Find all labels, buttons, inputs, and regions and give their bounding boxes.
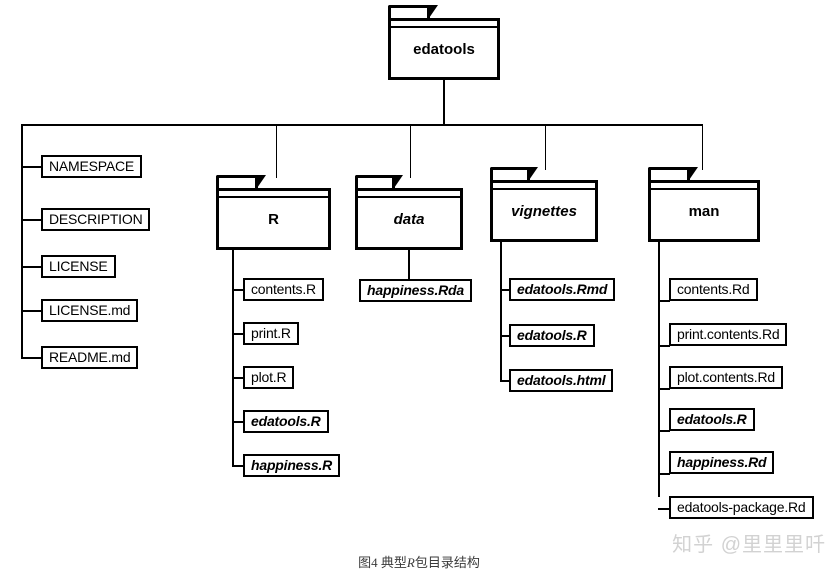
- file-r-plot-r[interactable]: plot.R: [243, 366, 295, 389]
- connector-main-bus: [21, 124, 703, 126]
- folder-divider: [493, 188, 595, 190]
- connector-stem-man: [702, 124, 703, 170]
- figure-caption: 图4 典型R包目录结构: [0, 552, 838, 571]
- folder-label-data: data: [393, 210, 425, 228]
- connector-stub-v-edatools-r: [500, 335, 510, 337]
- connector-stub-description: [21, 219, 42, 221]
- connector-stem-vignettes: [545, 124, 546, 170]
- file-readme-md[interactable]: README.md: [41, 346, 139, 369]
- watermark: 知乎 @里里里吀: [672, 534, 826, 556]
- folder-tab: [355, 175, 463, 191]
- file-man-edatools-r[interactable]: edatools.R: [669, 408, 755, 431]
- folder-tab: [490, 167, 598, 183]
- connector-stub-license: [21, 266, 42, 268]
- file-man-edatools-package-rd[interactable]: edatools-package.Rd: [669, 496, 814, 519]
- file-man-plot-contents-rd[interactable]: plot.contents.Rd: [669, 366, 783, 389]
- folder-label-r: R: [268, 210, 279, 228]
- connector-stub-edatools-html: [500, 380, 510, 382]
- connector-stub-m-print-contents-rd: [658, 345, 670, 347]
- folder-label-vignettes: vignettes: [511, 202, 577, 220]
- connector-left-spine: [21, 124, 23, 358]
- folder-edatools[interactable]: edatools: [388, 5, 500, 80]
- file-r-contents-r[interactable]: contents.R: [243, 278, 324, 301]
- folder-body: data: [355, 188, 463, 250]
- connector-stub-print-r: [232, 333, 244, 335]
- connector-stub-license-md: [21, 310, 42, 312]
- connector-spine-data: [408, 250, 410, 280]
- folder-data[interactable]: data: [355, 175, 463, 250]
- connector-stub-edatools-rmd: [500, 289, 510, 291]
- connector-stub-readme-md: [21, 357, 42, 359]
- file-license[interactable]: LICENSE: [41, 255, 116, 278]
- connector-stem-data: [410, 124, 411, 178]
- folder-divider: [358, 196, 460, 198]
- connector-stub-m-edatools-package-rd: [658, 508, 670, 510]
- connector-stub-m-happiness-rd: [658, 473, 670, 475]
- folder-body: man: [648, 180, 760, 242]
- file-r-edatools-r[interactable]: edatools.R: [243, 410, 329, 433]
- folder-vignettes[interactable]: vignettes: [490, 167, 598, 242]
- connector-stub-plot-r: [232, 377, 244, 379]
- connector-spine-vignettes: [500, 242, 502, 381]
- connector-stub-m-contents-rd: [658, 300, 670, 302]
- folder-divider: [651, 188, 757, 190]
- connector-root-stem: [443, 80, 445, 125]
- folder-divider: [219, 196, 328, 198]
- file-vignettes-edatools-r[interactable]: edatools.R: [509, 324, 595, 347]
- file-license-md[interactable]: LICENSE.md: [41, 299, 139, 322]
- file-vignettes-edatools-rmd[interactable]: edatools.Rmd: [509, 278, 616, 301]
- folder-man[interactable]: man: [648, 167, 760, 242]
- file-data-happiness-rda[interactable]: happiness.Rda: [359, 279, 472, 302]
- file-man-print-contents-rd[interactable]: print.contents.Rd: [669, 323, 788, 346]
- file-man-happiness-rd[interactable]: happiness.Rd: [669, 451, 775, 474]
- file-man-contents-rd[interactable]: contents.Rd: [669, 278, 758, 301]
- file-r-happiness-r[interactable]: happiness.R: [243, 454, 341, 477]
- connector-stub-contents-r: [232, 289, 244, 291]
- file-vignettes-edatools-html[interactable]: edatools.html: [509, 369, 614, 392]
- caption-emphasis: R: [406, 555, 415, 570]
- folder-body: vignettes: [490, 180, 598, 242]
- file-r-print-r[interactable]: print.R: [243, 322, 299, 345]
- file-description[interactable]: DESCRIPTION: [41, 208, 151, 231]
- folder-tab: [388, 5, 500, 21]
- caption-prefix: 图4: [358, 555, 381, 570]
- connector-stub-m-plot-contents-rd: [658, 388, 670, 390]
- file-namespace[interactable]: NAMESPACE: [41, 155, 143, 178]
- connector-stub-happiness-r: [232, 465, 244, 467]
- folder-label-man: man: [688, 202, 720, 220]
- connector-stem-r: [276, 124, 277, 178]
- folder-body: R: [216, 188, 331, 250]
- folder-label-edatools: edatools: [413, 40, 475, 58]
- connector-spine-man: [658, 242, 660, 497]
- caption-text-b: 包目录结构: [414, 555, 480, 570]
- caption-text-a: 典型: [380, 555, 407, 570]
- connector-stub-edatools-r: [232, 421, 244, 423]
- folder-r[interactable]: R: [216, 175, 331, 250]
- folder-tab: [648, 167, 760, 183]
- connector-stub-namespace: [21, 166, 42, 168]
- folder-body: edatools: [388, 18, 500, 80]
- folder-divider: [391, 26, 497, 28]
- connector-stub-m-edatools-r: [658, 430, 670, 432]
- connector-spine-r: [232, 250, 234, 467]
- folder-tab: [216, 175, 331, 191]
